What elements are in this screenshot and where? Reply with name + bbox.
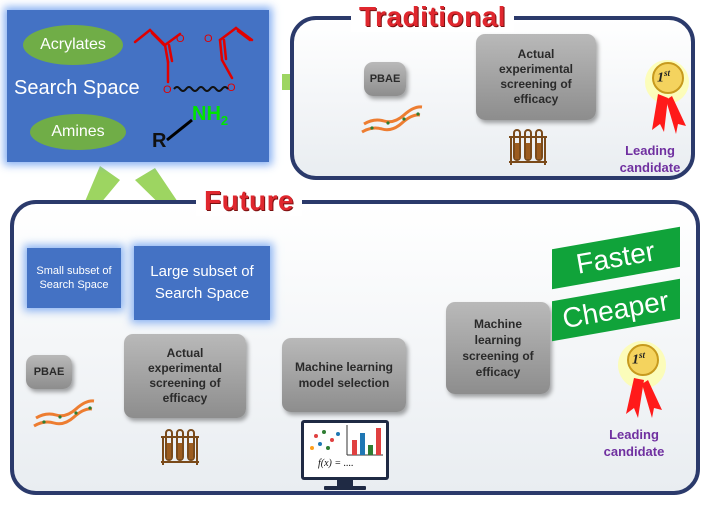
amine-group: NH2 [192, 103, 228, 128]
trad-pbae-label: PBAE [369, 73, 401, 85]
oxygen-label-right: O [204, 33, 213, 45]
ml-selection-label: Machine learning model selection [294, 360, 394, 390]
fut-leading-line2: candidate [603, 444, 665, 459]
trad-screening-label: Actual experimental screening of efficac… [498, 47, 574, 106]
small-subset-box: Small subset of Search Space [27, 248, 121, 308]
wavy-linker [173, 86, 229, 92]
fut-pbae-box: PBAE [26, 355, 72, 389]
oxygen-label-bottom-right: O [227, 82, 236, 94]
ml-screening-label: Machine learning screening of efficacy [462, 317, 534, 379]
trad-leading-line1: Leading [625, 143, 675, 158]
trad-badge-suffix: st [664, 68, 671, 78]
fut-badge-suffix: st [639, 350, 646, 360]
bar-chart-icon [352, 428, 381, 455]
scatter-plot-icon [310, 430, 340, 450]
amines-ellipse: Amines [30, 114, 126, 150]
amine-subscript: 2 [220, 113, 229, 128]
ml-selection-box: Machine learning model selection [282, 338, 406, 412]
fut-pbae-label: PBAE [33, 366, 65, 378]
oxygen-label-bottom-left: O [163, 84, 172, 96]
trad-leading-line2: candidate [619, 160, 681, 175]
ml-screening-box: Machine learning screening of efficacy [446, 302, 550, 394]
amine-nh-label: NH [192, 103, 221, 125]
acrylates-label: Acrylates [40, 36, 106, 53]
large-subset-label: Large subset of Search Space [150, 263, 254, 302]
traditional-title: Traditional [351, 2, 515, 32]
large-subset-box: Large subset of Search Space [134, 246, 270, 320]
trad-screening-box: Actual experimental screening of efficac… [476, 34, 596, 120]
search-space-title: Search Space [14, 77, 140, 99]
formula-text: f(x) = .... [318, 458, 354, 469]
fut-leading-candidate: Leading candidate [592, 426, 676, 460]
future-title: Future [196, 186, 303, 216]
amines-label: Amines [51, 123, 105, 140]
acrylates-ellipse: Acrylates [23, 25, 123, 65]
trad-pbae-box: PBAE [364, 62, 406, 96]
r-group-label: R [152, 130, 167, 152]
fut-screening-box: Actual experimental screening of efficac… [124, 334, 246, 418]
trad-badge-number: 1 [657, 70, 664, 86]
oxygen-label-left: O [176, 33, 185, 45]
small-subset-label: Small subset of Search Space [36, 265, 112, 291]
fut-leading-line1: Leading [609, 427, 659, 442]
fut-screening-label: Actual experimental screening of efficac… [147, 346, 223, 405]
fut-badge-text: 1st [632, 350, 645, 369]
trad-leading-candidate: Leading candidate [608, 142, 692, 176]
fut-badge-number: 1 [632, 352, 639, 368]
trad-badge-text: 1st [657, 68, 670, 87]
